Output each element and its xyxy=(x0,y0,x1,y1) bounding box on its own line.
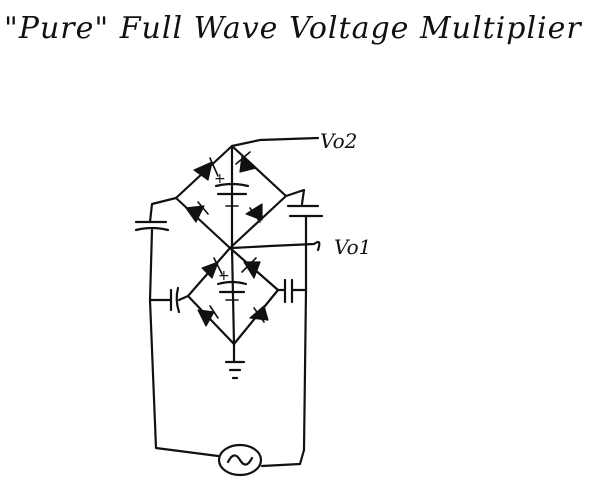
diode-lower-right-bottom xyxy=(249,305,269,323)
capacitor-right-middle xyxy=(283,278,294,304)
capacitor-right-upper xyxy=(286,204,324,218)
vo1-lead xyxy=(230,240,321,252)
vo1-label: Vo1 xyxy=(334,235,371,259)
left-upper-wire xyxy=(148,196,178,224)
diode-upper-right-bottom xyxy=(245,203,263,223)
right-outer-wire xyxy=(260,214,308,468)
capacitor-lower-center: + xyxy=(216,268,248,301)
diagram-title: "Pure" Full Wave Voltage Multiplier xyxy=(4,11,582,46)
diode-upper-left-top xyxy=(193,157,219,181)
upper-bridge xyxy=(174,144,288,250)
capacitor-left-middle xyxy=(169,286,181,314)
upper-plus-sign: + xyxy=(214,171,226,187)
right-upper-wire xyxy=(284,188,306,206)
vo2-lead xyxy=(230,136,320,148)
diode-lower-right-top xyxy=(241,257,261,279)
capacitor-left-upper xyxy=(134,220,170,232)
lower-plus-sign: + xyxy=(218,268,230,284)
diode-lower-left-top xyxy=(201,257,223,279)
left-middle-wire-b xyxy=(177,294,190,302)
ac-source xyxy=(217,443,263,477)
lower-bridge xyxy=(186,246,280,346)
diode-upper-left-bottom xyxy=(185,201,209,223)
ground-symbol xyxy=(224,342,246,380)
left-outer-wire xyxy=(148,228,220,458)
diode-upper-right-top xyxy=(235,151,257,173)
diode-lower-left-bottom xyxy=(197,305,219,327)
vo2-label: Vo2 xyxy=(320,129,357,153)
capacitor-upper-center: + xyxy=(214,171,250,207)
